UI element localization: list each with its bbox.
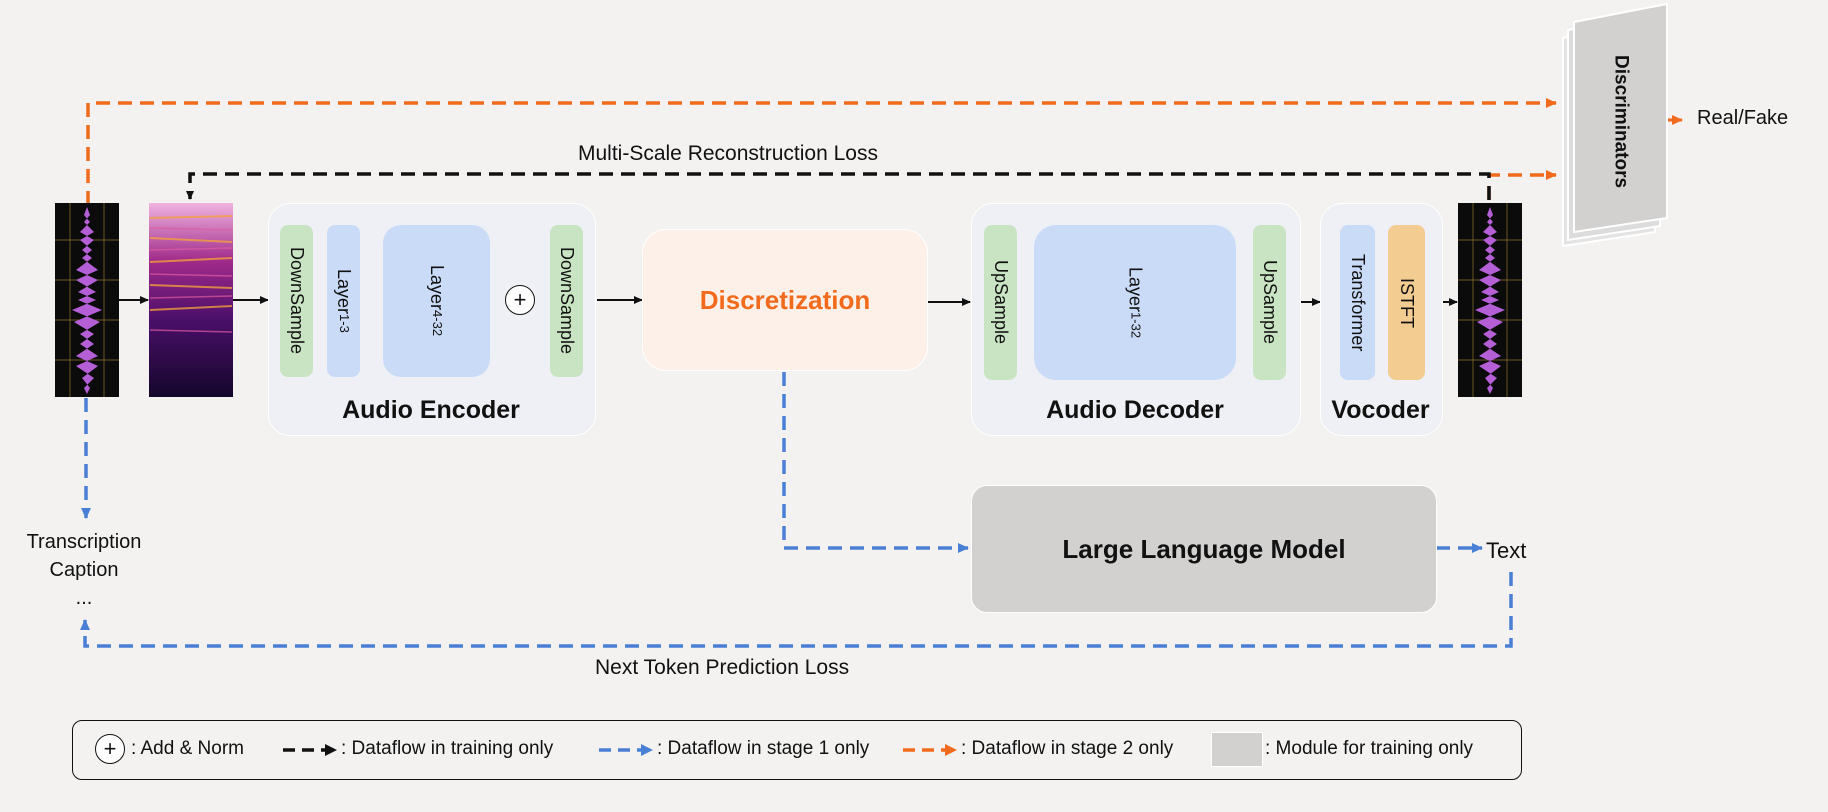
encoder-downsample-right-label: DownSample: [557, 247, 577, 355]
stage2-flow-input: [86, 98, 1557, 205]
vocoder-title: Vocoder: [1331, 396, 1430, 424]
decoder-upsample-left-label: UpSample: [991, 260, 1011, 345]
decoder-upsample-right-label: UpSample: [1260, 260, 1280, 345]
legend-add-norm-label: : Add & Norm: [131, 738, 244, 759]
discretization-label: Discretization: [699, 284, 871, 315]
encoder-layer-b-label: Layer: [427, 265, 447, 311]
stage2-flow-output: [1487, 170, 1557, 200]
transcription-label: Transcription: [26, 531, 142, 553]
decoder-upsample-left: UpSample: [984, 225, 1017, 380]
legend-stage2-label: : Dataflow in stage 2 only: [961, 738, 1174, 759]
decoder-upsample-right: UpSample: [1253, 225, 1286, 380]
decoder-layer-label: Layer: [1125, 266, 1146, 312]
vocoder-istft-label: ISTFT: [1397, 277, 1417, 328]
encoder-layer-4-32: Layer4-32: [383, 225, 490, 377]
encoder-downsample-left-label: DownSample: [287, 247, 307, 355]
encoder-layer-b-sub: 4-32: [430, 310, 445, 337]
input-waveform: [55, 203, 119, 397]
add-norm-icon: +: [505, 285, 535, 315]
discriminators-module: Discriminators: [1574, 22, 1667, 222]
stage1-to-llm: [782, 372, 969, 553]
spectrogram: [149, 203, 233, 397]
discretization-module: Discretization: [642, 229, 928, 371]
caption-label: Caption: [49, 559, 119, 581]
encoder-layer-a-sub: 1-3: [337, 314, 352, 333]
multi-scale-loss-label: Multi-Scale Reconstruction Loss: [578, 142, 878, 165]
next-token-loss-label: Next Token Prediction Loss: [595, 656, 850, 679]
legend-black-dash-icon: [283, 744, 337, 756]
legend-gray-module-swatch: [1211, 732, 1263, 767]
decoder-layer-sub: 1-32: [1128, 312, 1144, 339]
reconstruction-loss-path: [186, 172, 1491, 200]
legend-orange-dash-icon: [903, 744, 957, 756]
encoder-downsample-right: DownSample: [550, 225, 583, 377]
vocoder-transformer-label: Transformer: [1348, 253, 1368, 352]
text-output-label: Text: [1486, 538, 1527, 563]
vocoder-transformer: Transformer: [1340, 225, 1375, 380]
transcription-caption-block: Transcription Caption ...: [14, 528, 154, 612]
legend: + : Add & Norm : Dataflow in training on…: [72, 720, 1522, 780]
ellipsis-label: ...: [75, 587, 93, 609]
llm-module: Large Language Model: [971, 485, 1437, 613]
output-waveform: [1458, 203, 1522, 397]
legend-training-only-label: : Dataflow in training only: [341, 738, 554, 759]
real-fake-label: Real/Fake: [1697, 107, 1789, 129]
legend-module-training-label: : Module for training only: [1265, 738, 1474, 759]
discriminators-shape: [1562, 2, 1668, 248]
encoder-layer-a-label: Layer: [334, 269, 354, 315]
encoder-layer-1-3: Layer1-3: [327, 225, 360, 377]
llm-label: Large Language Model: [1062, 533, 1346, 564]
legend-stage1-label: : Dataflow in stage 1 only: [657, 738, 870, 759]
legend-add-norm-icon: +: [95, 734, 125, 764]
decoder-layer-1-32: Layer1-32: [1034, 225, 1236, 380]
audio-encoder-title: Audio Encoder: [342, 396, 520, 424]
encoder-downsample-left: DownSample: [280, 225, 313, 377]
audio-decoder-title: Audio Decoder: [1046, 396, 1224, 424]
discriminators-label: Discriminators: [1610, 55, 1632, 189]
vocoder-istft: ISTFT: [1388, 225, 1425, 380]
legend-blue-dash-icon: [599, 744, 653, 756]
